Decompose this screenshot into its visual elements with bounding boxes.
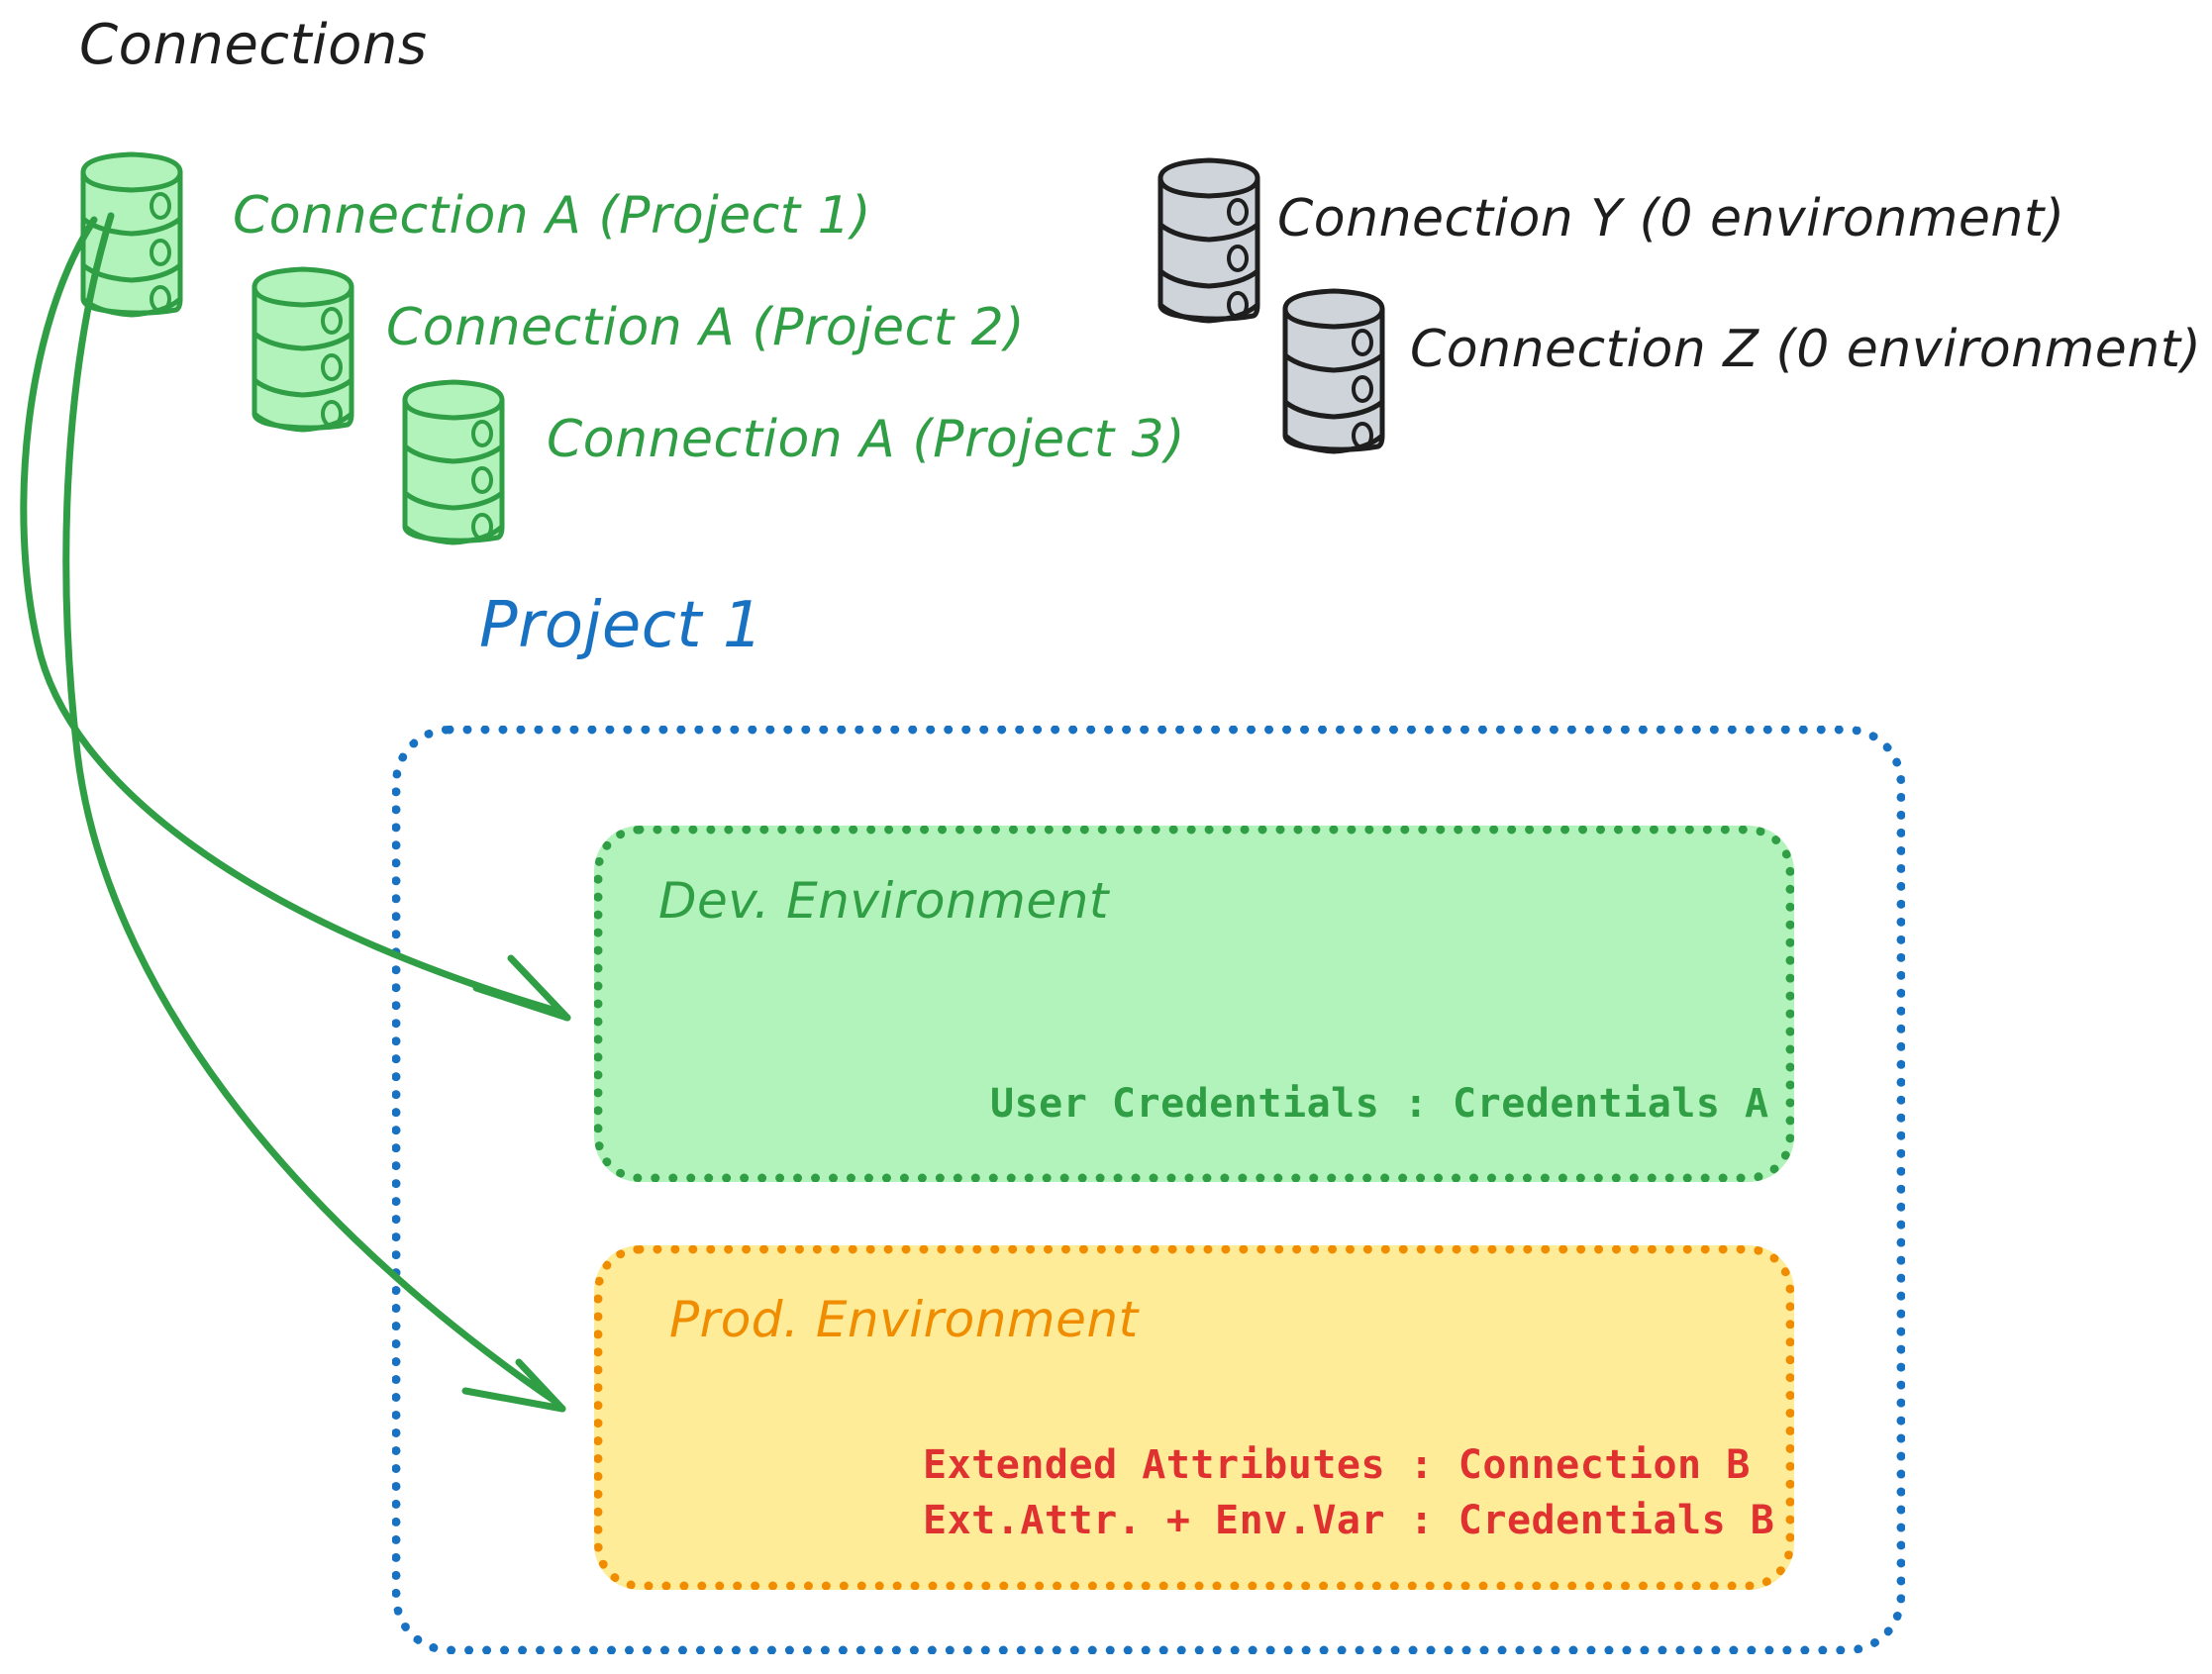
label-connection-y: Connection Y (0 environment) [1277,189,2065,248]
prod-environment-entry-ext-attr-env-var: Ext.Attr. + Env.Var : Credentials B [923,1498,1775,1543]
prod-environment-box [594,1245,1794,1590]
label-connection-z: Connection Z (0 environment) [1410,320,2202,379]
label-connection-a-project-1: Connection A (Project 1) [233,186,872,246]
page-title: Connections [79,13,428,77]
database-icon-connection-a-project-2 [251,266,354,433]
prod-environment-title: Prod. Environment [669,1291,1139,1348]
label-connection-a-project-3: Connection A (Project 3) [547,410,1186,469]
prod-environment-entry-extended-attributes: Extended Attributes : Connection B [923,1442,1751,1488]
database-icon-connection-y [1157,157,1260,324]
database-icon-connection-a-project-1 [80,151,183,318]
dev-environment-box [594,826,1794,1182]
database-icon-connection-z [1282,288,1385,454]
project-1-title: Project 1 [479,589,764,662]
database-icon-connection-a-project-3 [402,379,505,545]
arrow-connection-a-to-dev-environment [20,216,571,1022]
dev-environment-entry-user-credentials: User Credentials : Credentials A [990,1081,1769,1127]
label-connection-a-project-2: Connection A (Project 2) [386,298,1026,357]
arrow-connection-a-to-prod-environment [62,212,566,1413]
dev-environment-title: Dev. Environment [658,872,1109,930]
project-1-boundary-box [392,726,1905,1654]
